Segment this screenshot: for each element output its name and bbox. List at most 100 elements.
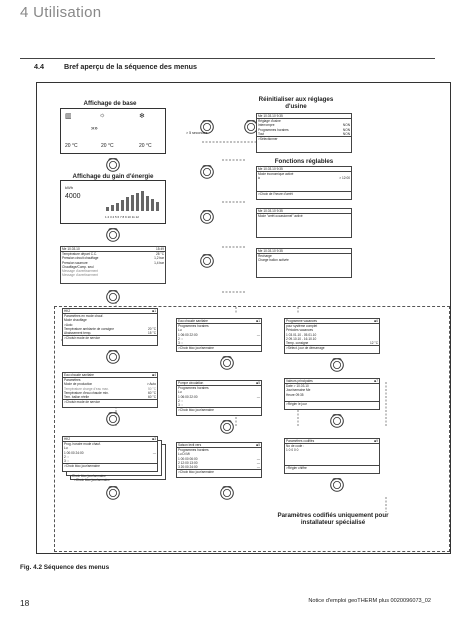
stacked-footer-1: >Choix bloc jour/semaine [70, 474, 106, 478]
energy-axis: 1 2 3 4 5 6 7 8 9 10 11 12 [105, 215, 139, 219]
dial-knob-icon[interactable] [200, 165, 214, 179]
list-item[interactable]: 1 00:00 06:00— [178, 456, 260, 461]
stacked-footer-2: >Choix bloc jour/semaine [74, 478, 110, 482]
list-item[interactable]: 1 06:00 22:00— [178, 332, 260, 337]
dial-knob-icon[interactable] [106, 290, 120, 304]
list-item[interactable]: 2 : : [178, 336, 184, 341]
list-item[interactable]: Jour/semaine Me [286, 388, 311, 393]
dial-knob-icon[interactable] [330, 414, 344, 428]
function-panel-1: Me 10.03.10 9:35 Mode économique activé … [256, 166, 352, 200]
reset-panel: Me 10.03.10 9:35 Réglage d'usine Interro… [256, 113, 352, 153]
dial-knob-icon[interactable] [200, 210, 214, 224]
list-item[interactable]: Charge ballon activée [258, 258, 289, 263]
panel-subtitle: Paramètres [64, 378, 81, 383]
list-item[interactable]: Lu [178, 390, 182, 395]
chapter-title: 4 Utilisation [20, 4, 102, 21]
list-item[interactable]: Abaissement temp.15 °C [64, 331, 156, 336]
panel-subtitle: Prog. horaire mode chauf. [64, 442, 101, 447]
list-item[interactable]: Température d'eau chaude min.60 °C [64, 390, 156, 395]
list-item[interactable]: 2 : : [178, 398, 184, 403]
dial-knob-icon[interactable] [220, 420, 234, 434]
hk2-schedule-panel: HK2■3 Prog. horaire mode chauf. Lu 1 00:… [62, 436, 158, 472]
panel-footer: >Sélect. jour de démarrage [285, 345, 379, 350]
energy-bars [106, 191, 159, 211]
panel-header: Saison levit vers■5 [177, 443, 261, 449]
panel-footer: >Régler chiffre [285, 464, 379, 470]
menu-group-border [54, 306, 450, 552]
list-item[interactable]: Lu [64, 446, 68, 451]
list-item[interactable]: 1 00:00 24:00— [64, 450, 156, 455]
panel-footer: >Choix de l'heure d'arrêt [257, 190, 351, 196]
list-item[interactable]: 3 20:00 24:00— [178, 465, 260, 470]
list-item[interactable]: >Auto [64, 322, 73, 327]
radiator-icon: ▥ [65, 113, 72, 120]
ecs-params-panel: Eau chaude sanitaire■4 Paramètres Mode d… [62, 372, 158, 408]
panel-footer: >Choix bloc jour/semaine [177, 469, 261, 474]
panel-header: Eau chaude sanitaire■1 [177, 319, 261, 325]
panel-footer: >Régler le jour [285, 400, 379, 406]
coded-params-panel: Paramètres codifiés■9 No de code : 1 0 0… [284, 438, 380, 474]
list-item[interactable]: No de code : [286, 444, 305, 449]
dial-knob-icon[interactable] [106, 158, 120, 172]
panel-footer: >Choisir mode de service [63, 335, 157, 340]
list-item[interactable]: 3 : : [178, 341, 184, 346]
list-item[interactable]: Mode économique activé [258, 172, 294, 177]
list-item[interactable]: Date > 10.03.10 [286, 384, 309, 389]
list-item[interactable]: 1 0 0 0 0 [286, 448, 299, 453]
list-item[interactable]: 2 : : [64, 454, 70, 459]
dial-knob-icon[interactable] [106, 350, 120, 364]
list-item[interactable]: Périodes vacances [286, 328, 313, 333]
list-item[interactable]: Mode de production> Auto [64, 382, 156, 387]
panel-header: Me 10.03.10 9:35 [257, 249, 351, 255]
base-display-label: Affichage de base [83, 100, 137, 107]
list-item[interactable]: Lu Di Mi [178, 452, 190, 457]
list-item[interactable]: 1 06:00 22:00— [178, 394, 260, 399]
list-item[interactable]: 1 03.01.10 - 05.01.10 [286, 332, 317, 337]
kwh-unit: kWh [65, 185, 73, 190]
snowflake-icon: ❄ [139, 113, 145, 120]
dial-knob-icon[interactable] [330, 478, 344, 492]
list-item[interactable]: 3 : : [64, 459, 70, 464]
dial-knob-icon[interactable] [106, 486, 120, 500]
arrows-icon: »» [91, 126, 98, 132]
dial-knob-icon[interactable] [330, 358, 344, 372]
list-item[interactable]: Heure 09:35 [286, 392, 304, 397]
list-item[interactable]: Lu [178, 328, 182, 333]
base-display-panel: ▥ ☼ ❄ »» 20 °C 20 °C 20 °C [60, 108, 166, 154]
section-number: 4.4 [34, 62, 44, 71]
list-item[interactable]: Recharge [258, 254, 272, 259]
dial-knob-icon[interactable] [220, 486, 234, 500]
heating-params-panel: HK2■1 Paramètres en mode chauf. Mode cha… [62, 308, 158, 346]
list-item[interactable]: à> 12:00 [258, 176, 350, 181]
panel-header: Paramètres codifiés■9 [285, 439, 379, 445]
list-item[interactable]: 2 12:00 13:00— [178, 460, 260, 465]
function-panel-2: Me 10.03.10 9:35 Mode "arrêt occasionnel… [256, 208, 352, 238]
list-item[interactable]: Mode chauffage [64, 318, 87, 323]
panel-header: Pompe circulation■5 [177, 381, 261, 387]
dial-knob-icon[interactable] [106, 228, 120, 242]
sun-icon: ☼ [99, 112, 106, 119]
dial-knob-icon[interactable] [220, 356, 234, 370]
list-item[interactable]: Mode "arrêt occasionnel" activé [258, 214, 303, 219]
panel-header: Me 10.03.10 9:35 [257, 209, 351, 215]
panel-footer: >Choix bloc jour/semaine [177, 407, 261, 412]
dial-knob-icon[interactable] [200, 254, 214, 268]
list-item: Température départ C.C.28 °C [62, 252, 164, 257]
list-item[interactable]: Réglage d'usine [258, 119, 281, 124]
panel-subtitle: Paramètres en mode chauf. [64, 314, 104, 319]
function-panel-3: Me 10.03.10 9:35 Recharge Charge ballon … [256, 248, 352, 278]
dial-knob-icon[interactable] [106, 412, 120, 426]
list-item[interactable]: 3 : : [178, 403, 184, 408]
temp-3: 20 °C [139, 143, 152, 149]
list-item[interactable]: Température charge d'eau max.50 °C [64, 386, 156, 391]
panel-header: HK2■1 [63, 309, 157, 315]
panel-subtitle: pour système complet [286, 324, 318, 329]
list-item[interactable]: 2 09.10.10 - 16.10.10 [286, 336, 317, 341]
